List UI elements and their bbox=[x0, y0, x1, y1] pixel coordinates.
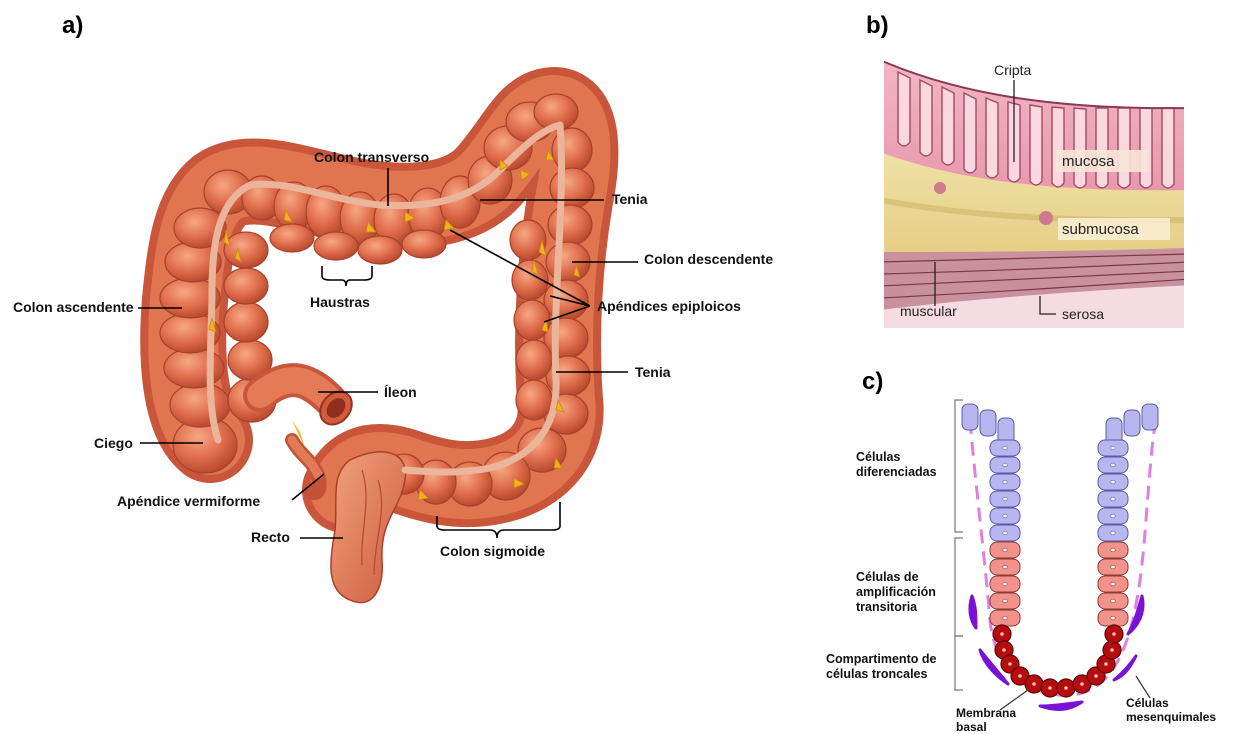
mesenchymal-cell bbox=[970, 596, 976, 628]
cell-nucleus bbox=[1003, 565, 1007, 569]
label-troncales-line2: células troncales bbox=[826, 667, 936, 682]
cell-nucleus bbox=[1111, 463, 1115, 467]
cell-nucleus bbox=[1003, 531, 1007, 535]
cell-nucleus bbox=[1111, 548, 1115, 552]
label-amplificacion-line1: Células de bbox=[856, 570, 936, 585]
cell-nucleus bbox=[1111, 582, 1115, 586]
label-amplificacion-line2: amplificación bbox=[856, 585, 936, 600]
cell-nucleus bbox=[1080, 682, 1084, 686]
cell-nucleus bbox=[1094, 674, 1098, 678]
label-mesenquimales-line2: mesenquimales bbox=[1126, 710, 1216, 724]
epithelial-cell bbox=[980, 410, 996, 436]
cell-nucleus bbox=[1008, 662, 1012, 666]
cell-nucleus bbox=[1003, 480, 1007, 484]
cell-nucleus bbox=[1111, 446, 1115, 450]
label-membrana-basal: Membrana basal bbox=[956, 706, 1016, 734]
cell-nucleus bbox=[1000, 632, 1004, 636]
cell-nucleus bbox=[1003, 463, 1007, 467]
epithelial-cell bbox=[1124, 410, 1140, 436]
cell-nucleus bbox=[1112, 632, 1116, 636]
cell-nucleus bbox=[1111, 616, 1115, 620]
cell-nucleus bbox=[1003, 514, 1007, 518]
cell-nucleus bbox=[1111, 514, 1115, 518]
cell-nucleus bbox=[1003, 616, 1007, 620]
cell-nucleus bbox=[1110, 648, 1114, 652]
cell-nucleus bbox=[1003, 446, 1007, 450]
label-mesenquimales-line1: Células bbox=[1126, 696, 1216, 710]
cell-nucleus bbox=[1111, 480, 1115, 484]
label-amplificacion-line3: transitoria bbox=[856, 600, 936, 615]
epithelial-cell bbox=[962, 404, 978, 430]
label-diferenciadas-line2: diferenciadas bbox=[856, 465, 937, 480]
cell-nucleus bbox=[1104, 662, 1108, 666]
label-celulas-amplificacion: Células de amplificación transitoria bbox=[856, 570, 936, 615]
cell-nucleus bbox=[1111, 599, 1115, 603]
cell-nucleus bbox=[1032, 682, 1036, 686]
cell-nucleus bbox=[1111, 565, 1115, 569]
label-membrana-line1: Membrana bbox=[956, 706, 1016, 720]
cell-nucleus bbox=[1018, 674, 1022, 678]
label-compartimento-troncales: Compartimento de células troncales bbox=[826, 652, 936, 682]
label-troncales-line1: Compartimento de bbox=[826, 652, 936, 667]
compartment-brackets bbox=[955, 400, 963, 690]
cell-nucleus bbox=[1111, 531, 1115, 535]
mesenchymal-cell bbox=[1040, 702, 1082, 709]
cell-nucleus bbox=[1111, 497, 1115, 501]
cell-nucleus bbox=[1003, 497, 1007, 501]
cell-nucleus bbox=[1064, 686, 1068, 690]
label-diferenciadas-line1: Células bbox=[856, 450, 937, 465]
cell-nucleus bbox=[1002, 648, 1006, 652]
cell-nucleus bbox=[1003, 582, 1007, 586]
cell-nucleus bbox=[1048, 686, 1052, 690]
epithelial-cell bbox=[1142, 404, 1158, 430]
label-celulas-diferenciadas: Células diferenciadas bbox=[856, 450, 937, 480]
cell-nucleus bbox=[1003, 599, 1007, 603]
cell-nucleus bbox=[1003, 548, 1007, 552]
label-celulas-mesenquimales: Células mesenquimales bbox=[1126, 696, 1216, 724]
